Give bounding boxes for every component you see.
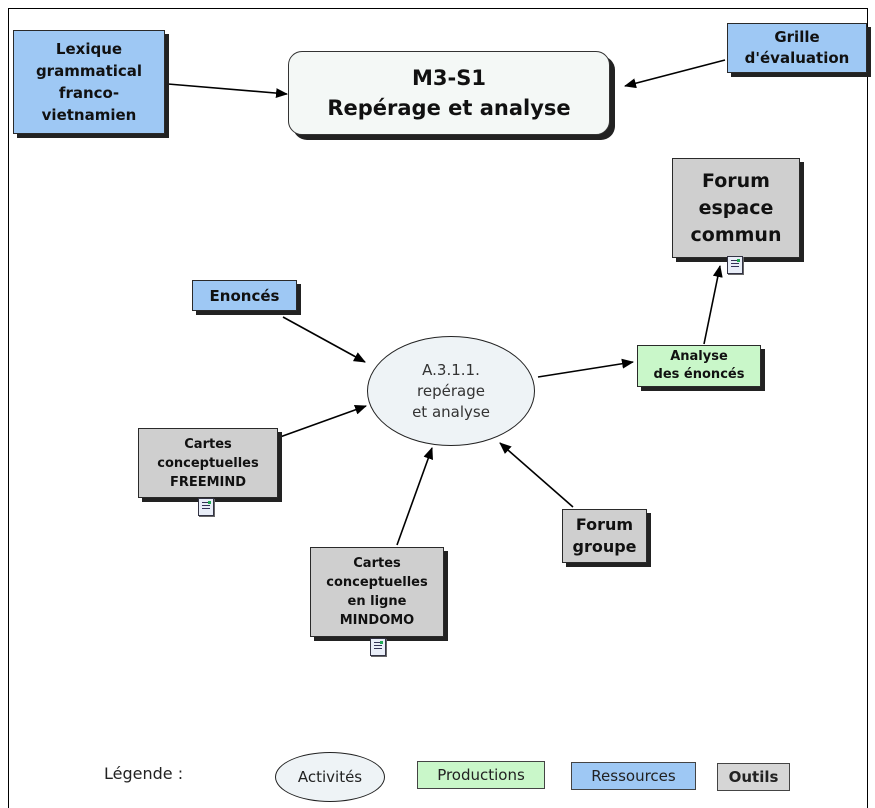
production-line-1: Analyse (670, 349, 728, 364)
tool-freemind-line-3: FREEMIND (169, 474, 247, 490)
production-analyse: Analyse des énoncés (637, 345, 761, 387)
session-title-text: Repérage et analyse (327, 96, 571, 120)
arrow-freemind-to-activity (279, 405, 367, 438)
resource-grille: Grille d'évaluation (727, 23, 867, 73)
resource-lexique-line-2: grammatical (35, 62, 143, 80)
diagram-frame (8, 8, 868, 808)
arrow-mindomo-to-activity (396, 447, 433, 546)
tool-forum-commun-line-3: commun (690, 223, 782, 246)
arrow-forumgroupe-to-activity (499, 442, 574, 508)
legend-ressources: Ressources (571, 762, 696, 790)
arrow-production-to-forumcommun (703, 265, 723, 345)
tool-forum-commun-line-1: Forum (702, 169, 770, 192)
tool-mindomo: Cartes conceptuelles en ligne MINDOMO (310, 547, 444, 637)
legend-outils: Outils (717, 763, 790, 791)
tool-forum-groupe: Forum groupe (562, 509, 647, 563)
tool-freemind: Cartes conceptuelles FREEMIND (138, 428, 278, 498)
resource-grille-line-2: d'évaluation (744, 49, 850, 67)
activity-ellipse: A.3.1.1. repérage et analyse (367, 336, 535, 446)
session-title-box: M3-S1 Repérage et analyse (288, 51, 610, 135)
activity-line-2: repérage (417, 381, 485, 400)
activity-line-3: et analyse (412, 402, 490, 421)
tool-freemind-line-2: conceptuelles (157, 455, 259, 471)
resource-enonces: Enoncés (192, 280, 297, 311)
tool-mindomo-line-1: Cartes (353, 556, 401, 571)
tool-forum-espace-commun: Forum espace commun (672, 158, 800, 258)
tool-mindomo-line-2: conceptuelles (326, 575, 428, 590)
resource-lexique-line-1: Lexique (55, 40, 123, 58)
resource-lexique: Lexique grammatical franco- vietnamien (13, 30, 165, 134)
resource-enonces-line-1: Enoncés (209, 286, 280, 305)
document-icon[interactable] (198, 498, 214, 516)
arrow-grille-to-title (624, 59, 726, 89)
tool-forum-groupe-line-1: Forum (575, 515, 634, 534)
document-icon[interactable] (727, 256, 743, 274)
legend-label: Légende : (104, 764, 184, 783)
tool-mindomo-line-4: MINDOMO (339, 613, 415, 628)
arrow-lexique-to-title (167, 83, 288, 99)
legend-activites: Activités (275, 752, 385, 802)
resource-lexique-line-3: franco- (58, 84, 120, 102)
resource-lexique-line-4: vietnamien (41, 106, 137, 124)
session-title-code: M3-S1 (412, 66, 486, 90)
tool-mindomo-line-3: en ligne (347, 594, 407, 609)
document-icon[interactable] (370, 638, 386, 656)
resource-grille-line-1: Grille (774, 28, 820, 46)
tool-forum-groupe-line-2: groupe (572, 537, 637, 556)
activity-line-1: A.3.1.1. (422, 360, 480, 379)
arrow-enonces-to-activity (282, 316, 366, 363)
tool-forum-commun-line-2: espace (698, 196, 774, 219)
tool-freemind-line-1: Cartes (184, 436, 232, 452)
legend-productions: Productions (417, 761, 545, 789)
production-line-2: des énoncés (653, 367, 745, 382)
arrow-activity-to-production (537, 358, 634, 378)
